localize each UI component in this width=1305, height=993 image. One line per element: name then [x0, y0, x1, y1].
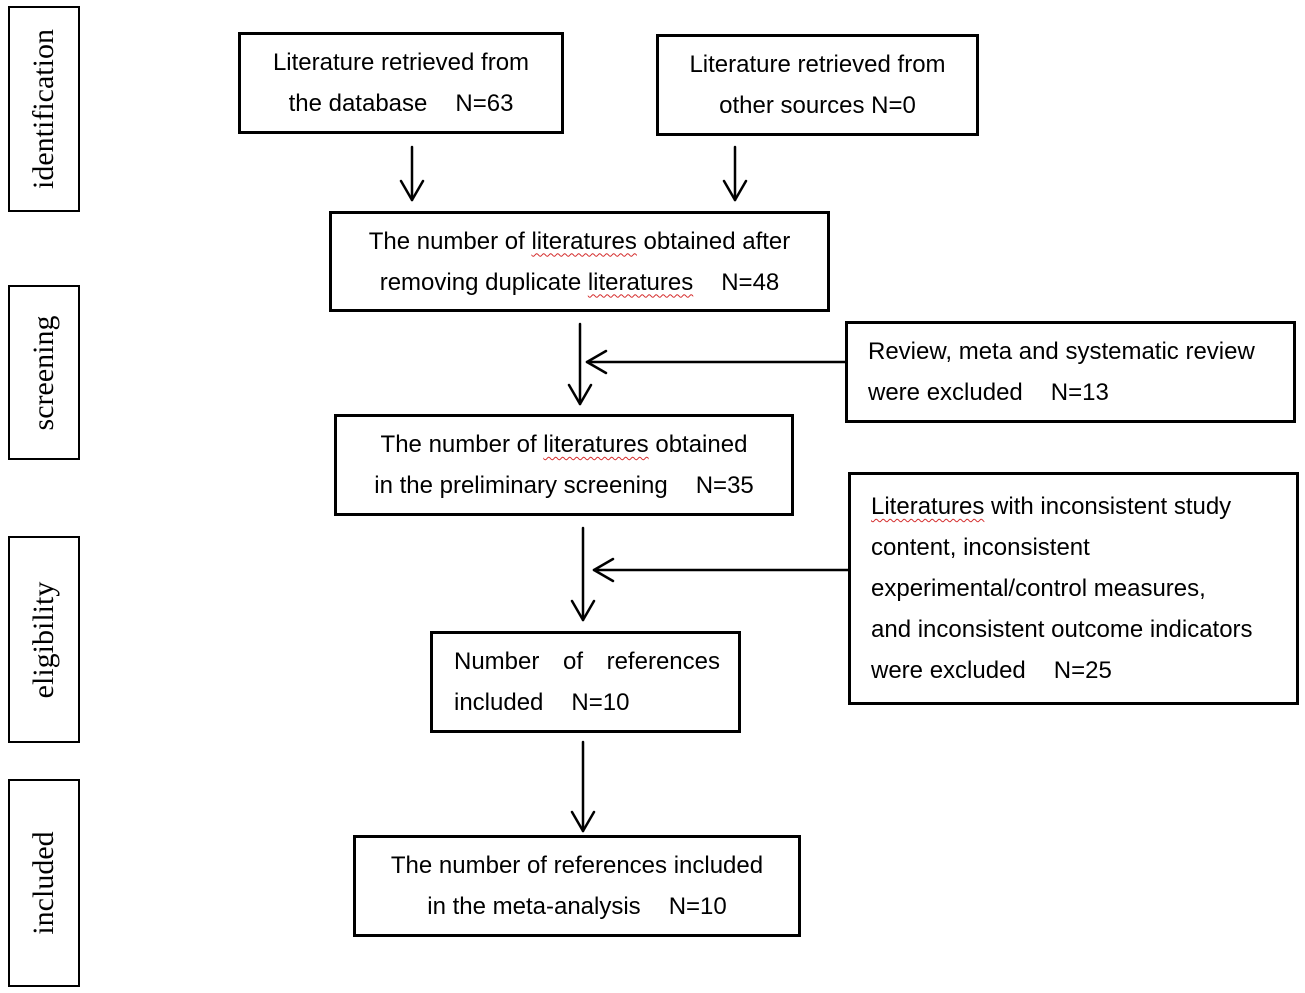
- phase-eligibility: eligibility: [8, 536, 80, 743]
- arrow-inconsistent-excluded: [592, 557, 850, 583]
- box-excluded-inconsistent-line1-flagged: Literatures: [871, 493, 985, 520]
- box-meta-analysis: The number of references included in the…: [353, 835, 801, 937]
- box-excluded-reviews: Review, meta and systematic review were …: [845, 321, 1296, 423]
- box-preliminary-line1-pre: The number of: [380, 431, 544, 458]
- box-after-duplicates-count: N=48: [721, 268, 780, 296]
- phase-screening: screening: [8, 285, 80, 460]
- box-included-refs-word2: of: [562, 648, 583, 675]
- box-preliminary-screening: The number of literatures obtained in th…: [334, 414, 794, 516]
- box-meta-line1: The number of references included: [390, 852, 764, 879]
- box-excluded-inconsistent-line4: and inconsistent outcome indicators: [871, 616, 1253, 643]
- phase-identification: identification: [8, 6, 80, 212]
- box-after-duplicates: The number of literatures obtained after…: [329, 211, 830, 312]
- box-excluded-inconsistent-count: N=25: [1053, 657, 1112, 684]
- box-excluded-reviews-line2-text: were excluded: [868, 379, 1023, 406]
- box-excluded-inconsistent-line5-text: were excluded: [871, 657, 1026, 684]
- box-excluded-inconsistent: Literatures with inconsistent study cont…: [848, 472, 1299, 705]
- box-after-duplicates-line1-pre: The number of: [368, 227, 532, 255]
- arrow-preliminary-to-included: [570, 526, 596, 622]
- arrow-included-to-meta: [570, 740, 596, 833]
- arrow-reviews-excluded: [585, 349, 847, 375]
- phase-included-label: included: [27, 831, 60, 935]
- box-excluded-inconsistent-line2: content, inconsistent: [871, 534, 1090, 561]
- box-other-sources-line2: other sources N=0: [719, 92, 916, 119]
- box-database-records: Literature retrieved from the database N=…: [238, 32, 564, 134]
- box-included-refs-line2-text: included: [454, 689, 544, 716]
- box-other-sources-line1: Literature retrieved from: [689, 51, 946, 78]
- arrow-other-to-deduplicated: [722, 145, 748, 202]
- box-after-duplicates-line1-flagged: literatures: [531, 227, 637, 255]
- box-excluded-inconsistent-line1-post: with inconsistent study: [984, 493, 1232, 520]
- phase-screening-label: screening: [27, 315, 60, 430]
- box-database-count: N=63: [455, 90, 514, 117]
- phase-identification-label: identification: [27, 29, 60, 189]
- box-excluded-inconsistent-line3: experimental/control measures,: [871, 575, 1206, 602]
- box-excluded-reviews-line1: Review, meta and systematic review: [868, 338, 1255, 365]
- arrow-deduplicated-to-preliminary: [567, 322, 593, 406]
- box-after-duplicates-line1-post: obtained after: [636, 227, 791, 255]
- box-excluded-reviews-count: N=13: [1050, 379, 1109, 406]
- box-preliminary-count: N=35: [695, 472, 754, 499]
- phase-included: included: [8, 779, 80, 987]
- box-meta-line2-text: in the meta-analysis: [427, 893, 641, 920]
- box-after-duplicates-line2-pre: removing duplicate: [379, 268, 588, 296]
- phase-eligibility-label: eligibility: [27, 581, 60, 698]
- arrow-database-to-deduplicated: [399, 145, 425, 202]
- box-preliminary-line2-text: in the preliminary screening: [374, 472, 668, 499]
- box-included-references: Number of references included N=10: [430, 631, 741, 733]
- box-meta-count: N=10: [668, 893, 727, 920]
- box-database-line2-text: the database: [288, 90, 428, 117]
- box-database-line1: Literature retrieved from: [272, 49, 530, 76]
- box-after-duplicates-line2-flagged: literatures: [587, 268, 694, 296]
- box-preliminary-line1-post: obtained: [648, 431, 748, 458]
- box-other-sources: Literature retrieved from other sources …: [656, 34, 979, 136]
- box-included-refs-word1: Number: [454, 648, 540, 675]
- box-included-refs-count: N=10: [571, 689, 630, 716]
- box-preliminary-line1-flagged: literatures: [543, 431, 649, 458]
- box-included-refs-word3: references: [606, 648, 720, 675]
